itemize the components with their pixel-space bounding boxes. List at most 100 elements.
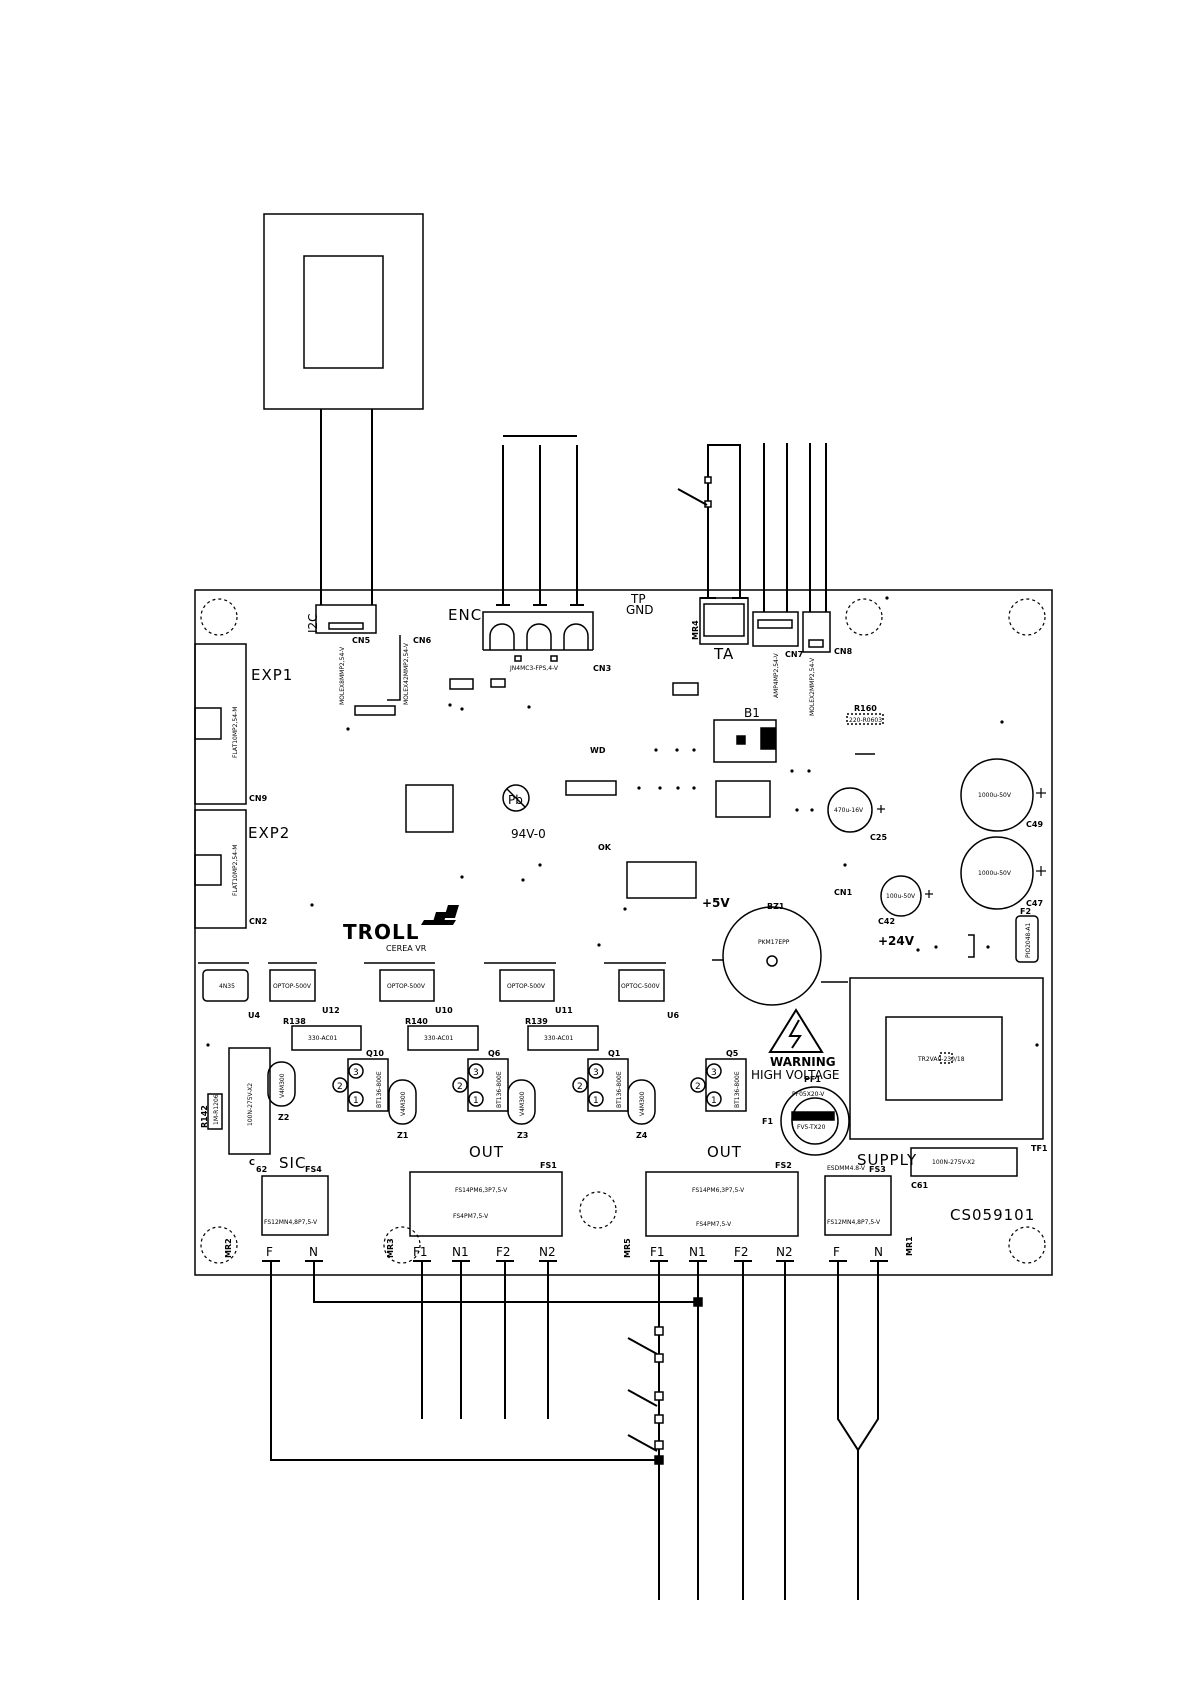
ref-mr4: MR4 — [691, 620, 700, 640]
warning-triangle-icon — [768, 1008, 824, 1053]
cn3-connector — [482, 611, 594, 662]
ref-z3: Z3 — [517, 1131, 528, 1140]
val-cn5: MOLEX8MMP2,54-V — [339, 646, 346, 705]
switch-contacts — [654, 1297, 703, 1465]
ref-u10: U10 — [435, 1006, 453, 1015]
term-out1-f1: F1 — [413, 1245, 428, 1259]
ok-label: OK — [598, 843, 612, 852]
pcb-outline — [194, 589, 1053, 1276]
ref-fs3: FS3 — [869, 1165, 886, 1174]
c25-capacitor — [827, 787, 873, 833]
val-fs2-a: FS14PM6,3P7,5-V — [692, 1187, 745, 1194]
ref-cn1: CN1 — [834, 888, 853, 897]
val-fs4: FS12MN4,8P7,5-V — [264, 1219, 318, 1226]
ref-c: C — [249, 1158, 255, 1167]
enc-label: ENC — [448, 606, 482, 624]
val-c49: 1000u-50V — [978, 792, 1012, 799]
ref-fs1: FS1 — [540, 1161, 557, 1170]
val-z3: V4M300 — [519, 1091, 526, 1116]
ref-c62: 62 — [256, 1165, 267, 1174]
ref-cn3: CN3 — [593, 664, 611, 673]
val-r160: 220-R0603 — [849, 717, 882, 724]
ref-r138: R138 — [283, 1017, 306, 1026]
term-out1-n1: N1 — [452, 1245, 469, 1259]
term-sic-f: F — [266, 1245, 273, 1259]
ref-cn7: CN7 — [785, 650, 803, 659]
rohs-mark: Pb — [508, 793, 523, 807]
exp1-label: EXP1 — [251, 666, 293, 684]
val-r140: 330-AC01 — [424, 1035, 453, 1042]
val-r142: 1M-R1206 — [213, 1094, 220, 1125]
exp2-label: EXP2 — [248, 824, 290, 842]
ref-c49: C49 — [1026, 820, 1043, 829]
ref-cn5: CN5 — [352, 636, 371, 645]
val-r139: 330-AC01 — [544, 1035, 573, 1042]
ref-bz1: BZ1 — [767, 902, 785, 911]
display-module — [263, 213, 424, 605]
ref-c42: C42 — [878, 917, 895, 926]
term-out2-f2: F2 — [734, 1245, 749, 1259]
ref-c61: C61 — [911, 1181, 928, 1190]
term-sup-f: F — [833, 1245, 840, 1259]
pf1-fuse — [780, 1086, 850, 1156]
pin-q1-2: 2 — [577, 1082, 583, 1092]
polarity-marks — [877, 788, 1046, 898]
val-fs1-b: FS4PM7,5-V — [453, 1213, 489, 1220]
pin-q10-2: 2 — [337, 1082, 343, 1092]
val-f1: FV5-TX20 — [797, 1124, 826, 1131]
val-z1: V4M300 — [400, 1091, 407, 1116]
ref-r139: R139 — [525, 1017, 548, 1026]
ref-r140: R140 — [405, 1017, 428, 1026]
val-u11: OPTOP-500V — [507, 983, 546, 990]
val-z4: V4M300 — [639, 1091, 646, 1116]
sic-label: SIC — [279, 1154, 306, 1172]
val-cn6: MOLEX42MMP2,54-V — [403, 642, 410, 705]
brand-logo: TROLL — [343, 920, 420, 944]
ta-connector — [699, 597, 749, 645]
pin-q6-2: 2 — [457, 1082, 463, 1092]
val-q10: BT136-800E — [376, 1071, 383, 1108]
val-u12: OPTOP-500V — [273, 983, 312, 990]
val-fs1-a: FS14PM6,3P7,5-V — [455, 1187, 508, 1194]
pin-q10-3: 3 — [353, 1068, 359, 1078]
val-c47: 1000u-50V — [978, 870, 1012, 877]
ref-q5: Q5 — [726, 1049, 739, 1058]
pin-q6-1: 1 — [473, 1096, 479, 1106]
val-c62: 100N-275V-X2 — [247, 1083, 254, 1126]
ref-f2: F2 — [1020, 907, 1031, 916]
val-c42: 100u-50V — [886, 893, 916, 900]
val-cn7: AMP4MP2,54-V — [773, 652, 780, 698]
gnd-label: GND — [626, 603, 654, 617]
ref-u4: U4 — [248, 1011, 260, 1020]
ref-cn8: CN8 — [834, 647, 853, 656]
val-fs2-b: FS4PM7,5-V — [696, 1221, 732, 1228]
enc-wires — [496, 435, 584, 606]
v5-label: +5V — [702, 896, 730, 910]
cn8-connector — [802, 611, 831, 653]
ref-fs4: FS4 — [305, 1165, 322, 1174]
flame-rating: 94V-0 — [511, 827, 546, 841]
ref-q1: Q1 — [608, 1049, 621, 1058]
ref-c25: C25 — [870, 833, 887, 842]
val-z2: V4M300 — [279, 1073, 286, 1098]
val-tf1: TR2VA0-230/18 — [917, 1056, 965, 1063]
val-r138: 330-AC01 — [308, 1035, 337, 1042]
val-c25: 470u-16V — [834, 807, 864, 814]
ref-mr1: MR1 — [905, 1236, 914, 1256]
pin-q5-3: 3 — [711, 1068, 717, 1078]
ta-switch-wires — [677, 443, 827, 612]
ref-fs2: FS2 — [775, 1161, 792, 1170]
ref-z1: Z1 — [397, 1131, 409, 1140]
exp2-connector — [194, 809, 247, 929]
val-c61: 100N-275V-X2 — [932, 1159, 975, 1166]
pin-q5-1: 1 — [711, 1096, 717, 1106]
ref-tf1: TF1 — [1031, 1144, 1048, 1153]
pin-q1-3: 3 — [593, 1068, 599, 1078]
val-q5: BT136-800E — [734, 1071, 741, 1108]
term-sic-n: N — [309, 1245, 318, 1259]
term-out1-n2: N2 — [539, 1245, 556, 1259]
ref-mr2: MR2 — [224, 1238, 233, 1258]
mounting-holes — [200, 598, 1046, 1264]
warning-line1: WARNING — [770, 1055, 836, 1069]
